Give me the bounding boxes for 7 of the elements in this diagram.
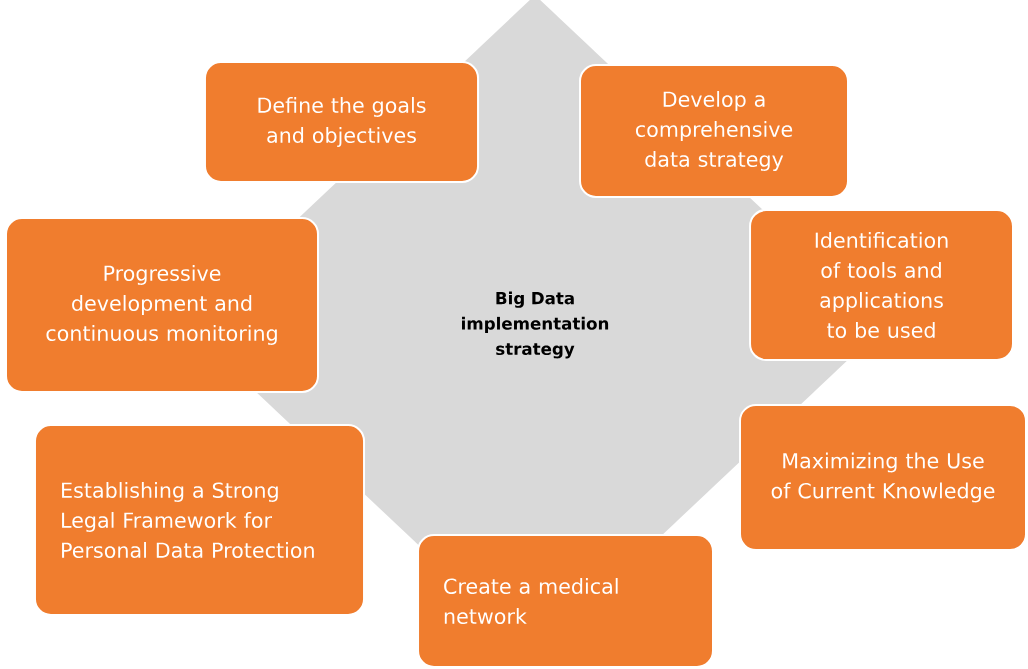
process-box: Maximizing the Use of Current Knowledge [739,403,1027,552]
process-box: Establishing a Strong Legal Framework for Personal Data Protection [33,424,366,616]
process-box: Create a medical network [417,534,714,668]
process-box: Define the goals and objectives [203,61,480,183]
process-box: Develop a comprehensive data strategy [579,64,849,198]
process-box: Progressive development and continuous monitoring [5,217,319,393]
process-box: Identification of tools and applications to be used [749,209,1014,361]
